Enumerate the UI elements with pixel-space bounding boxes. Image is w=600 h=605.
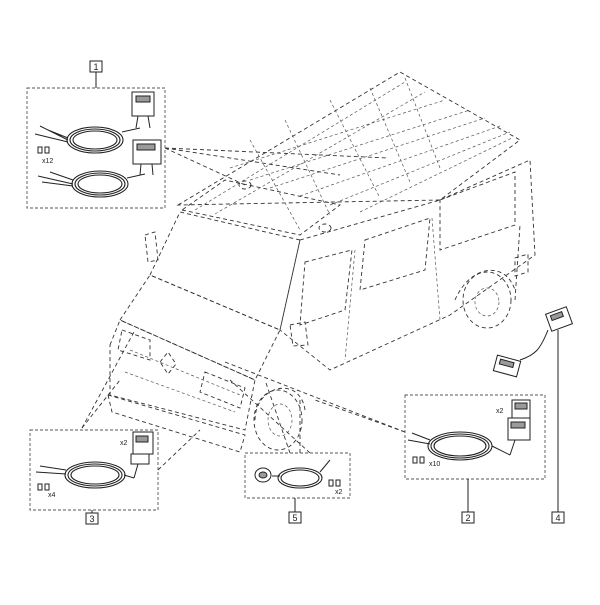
connector	[130, 431, 154, 479]
callout-4-label: 4	[555, 513, 560, 523]
wire-coil	[272, 459, 331, 489]
leader-lines	[81, 147, 521, 471]
kit-box-1: x12 1	[26, 60, 166, 209]
connector-top	[131, 91, 155, 129]
box5-fuse-qty: x2	[335, 489, 343, 496]
part-4-harness: 4	[492, 306, 574, 524]
callout-5	[288, 511, 302, 524]
wire-coil	[407, 431, 511, 461]
wire-coil-bottom	[37, 170, 146, 198]
callout-1	[89, 60, 103, 73]
fuse-icon	[37, 146, 50, 154]
callout-3-label: 3	[89, 514, 94, 524]
callout-4	[551, 511, 565, 524]
connector-pair	[507, 399, 531, 456]
kit-box-2: x2 x10 2	[404, 394, 546, 524]
kit-box-3: x2 x4 3	[29, 429, 159, 525]
roof-rack	[194, 77, 513, 231]
wire-coil-top	[34, 125, 141, 154]
box2-connector-qty: x2	[496, 408, 504, 415]
van-illustration	[107, 71, 536, 453]
callout-3	[85, 512, 99, 525]
kit-box-5: x2 5	[244, 452, 351, 524]
box1-fuse-qty: x12	[42, 158, 53, 165]
connector-bottom	[132, 139, 162, 176]
box2-fuse-qty: x10	[429, 461, 440, 468]
callout-5-label: 5	[292, 513, 297, 523]
fuse-icon	[37, 483, 50, 491]
callout-2-label: 2	[465, 513, 470, 523]
callout-1-label: 1	[93, 62, 98, 72]
box3-connector-qty: x2	[120, 440, 128, 447]
fuse-icon	[328, 479, 341, 487]
box3-fuse-qty: x4	[48, 492, 56, 499]
callout-2	[461, 511, 475, 524]
fuse-icon	[412, 456, 425, 464]
connector	[254, 467, 272, 483]
wire-coil	[35, 461, 135, 489]
